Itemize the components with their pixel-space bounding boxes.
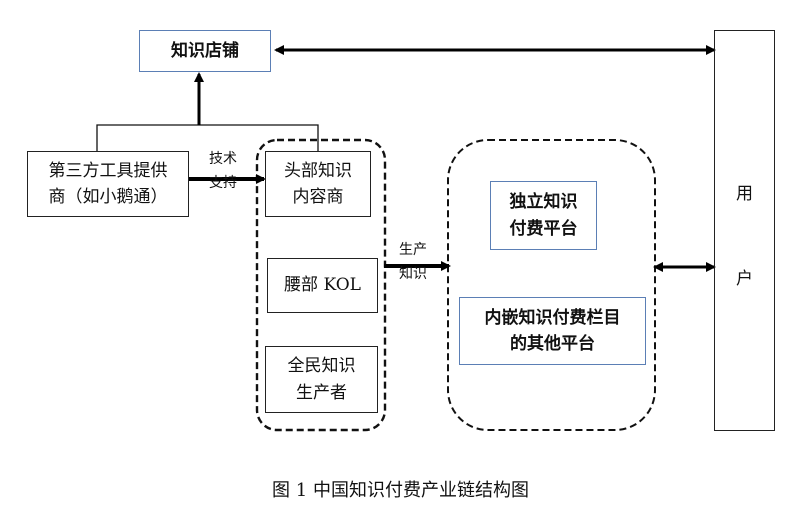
embedded-platform-line-2: 的其他平台 bbox=[510, 334, 595, 354]
knowledge-store-node: 知识店铺 bbox=[139, 30, 271, 72]
embedded-platform-node: 内嵌知识付费栏目 的其他平台 bbox=[459, 297, 646, 365]
users-node: 用 户 bbox=[714, 30, 775, 431]
produce-knowledge-line-1: 生产 bbox=[399, 242, 427, 258]
mass-producers-node: 全民知识 生产者 bbox=[265, 346, 378, 413]
head-creators-line-1: 头部知识 bbox=[284, 160, 352, 181]
creator-group-boundary bbox=[255, 138, 387, 432]
independent-platform-line-1: 独立知识 bbox=[509, 192, 578, 213]
mass-producers-line-2: 生产者 bbox=[296, 382, 347, 403]
mass-producers-line-1: 全民知识 bbox=[287, 356, 356, 377]
head-creators-line-2: 内容商 bbox=[292, 187, 344, 207]
waist-kol-label: 腰部 KOL bbox=[284, 275, 361, 296]
third-party-tool-node: 第三方工具提供 商（如小鹅通） bbox=[27, 151, 189, 217]
tech-support-line-1: 技术 bbox=[209, 151, 237, 167]
head-creators-node: 头部知识 内容商 bbox=[265, 151, 371, 217]
waist-kol-node: 腰部 KOL bbox=[267, 258, 378, 313]
users-label-1: 用 bbox=[736, 184, 753, 204]
embedded-platform-line-1: 内嵌知识付费栏目 bbox=[484, 307, 621, 328]
knowledge-store-label: 知识店铺 bbox=[171, 40, 239, 61]
produce-knowledge-label: 生产 知识 bbox=[390, 239, 436, 287]
bracket-line bbox=[96, 124, 319, 151]
figure-caption: 图 1 中国知识付费产业链结构图 bbox=[272, 480, 529, 501]
third-party-line-1: 第三方工具提供 bbox=[48, 160, 168, 181]
tech-support-label: 技术 支持 bbox=[200, 148, 246, 196]
produce-knowledge-line-2: 知识 bbox=[399, 265, 427, 282]
third-party-line-2: 商（如小鹅通） bbox=[48, 187, 168, 207]
tech-support-line-2: 支持 bbox=[209, 174, 237, 191]
independent-platform-node: 独立知识 付费平台 bbox=[490, 181, 597, 250]
users-label-2: 户 bbox=[736, 269, 753, 289]
independent-platform-line-2: 付费平台 bbox=[509, 218, 578, 239]
